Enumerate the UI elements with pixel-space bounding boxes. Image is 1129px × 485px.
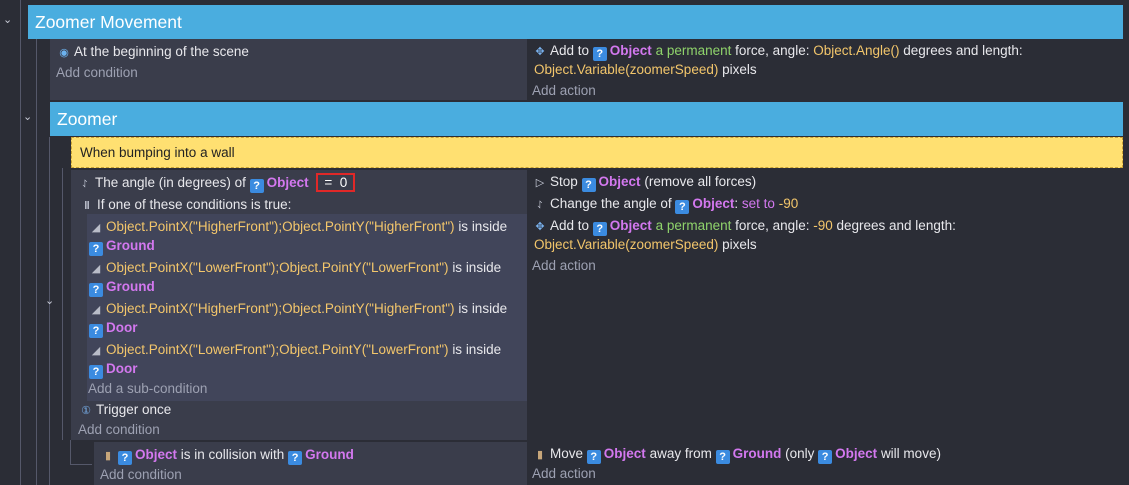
chevron-down-icon[interactable]: ⌄ bbox=[45, 295, 55, 307]
object-question-icon: ? bbox=[249, 179, 264, 193]
add-condition-link[interactable]: Add condition bbox=[100, 467, 182, 482]
collision-icon: ▮ bbox=[104, 450, 112, 462]
add-action-link[interactable]: Add action bbox=[532, 83, 596, 98]
condition-angle[interactable]: ⥌The angle (in degrees) of ?Object = 0 bbox=[78, 173, 356, 194]
object-question-icon: ? bbox=[581, 178, 596, 192]
chevron-down-icon[interactable]: ⌄ bbox=[23, 111, 33, 123]
action-add-force[interactable]: ✥Add to ?Object a permanent force, angle… bbox=[533, 216, 956, 237]
condition-or[interactable]: ‖If one of these conditions is true: bbox=[80, 195, 291, 216]
action-add-force-line2: Object.Variable(zoomerSpeed) pixels bbox=[534, 62, 757, 77]
subcondition-inside-1[interactable]: ◢Object.PointX("HigherFront");Object.Poi… bbox=[89, 217, 507, 238]
object-question-icon: ? bbox=[675, 200, 690, 214]
object-question-icon: ? bbox=[89, 283, 103, 297]
or-subconditions-panel[interactable] bbox=[87, 214, 527, 401]
angle-icon: ⥌ bbox=[82, 178, 88, 190]
add-condition-link[interactable]: Add condition bbox=[78, 422, 160, 437]
collision-point-icon: ◢ bbox=[91, 263, 101, 275]
action-change-angle[interactable]: ⥌Change the angle of ?Object: set to -90 bbox=[533, 194, 798, 215]
group-title: Zoomer bbox=[57, 109, 118, 129]
object-question-icon: ? bbox=[586, 450, 601, 464]
action-stop-forces[interactable]: ▷Stop ?Object (remove all forces) bbox=[533, 172, 756, 193]
subcondition-target-4: ?Door bbox=[89, 359, 138, 379]
tree-line bbox=[70, 440, 71, 464]
event-comment[interactable]: When bumping into a wall bbox=[71, 137, 1123, 168]
object-question-icon: ? bbox=[592, 47, 607, 61]
object-question-icon: ? bbox=[818, 450, 833, 464]
collision-point-icon: ◢ bbox=[91, 304, 101, 316]
group-title: Zoomer Movement bbox=[35, 12, 182, 32]
stop-icon: ▷ bbox=[535, 177, 545, 189]
subcondition-target-3: ?Door bbox=[89, 318, 138, 338]
subcondition-target-2: ?Ground bbox=[89, 277, 155, 297]
subcondition-inside-4[interactable]: ◢Object.PointX("LowerFront");Object.Poin… bbox=[89, 340, 501, 361]
add-sub-condition-link[interactable]: Add a sub-condition bbox=[88, 381, 208, 396]
condition-collision[interactable]: ▮?Object is in collision with ?Ground bbox=[101, 445, 354, 466]
chevron-down-icon[interactable]: ⌄ bbox=[3, 14, 13, 26]
scene-start-icon: ◉ bbox=[59, 47, 69, 59]
object-question-icon: ? bbox=[89, 365, 103, 379]
group-header-zoomer-movement[interactable]: Zoomer Movement bbox=[28, 5, 1123, 39]
object-question-icon: ? bbox=[89, 324, 103, 338]
or-icon: ‖ bbox=[84, 200, 90, 212]
object-question-icon: ? bbox=[89, 242, 103, 256]
tree-line bbox=[62, 168, 63, 440]
force-icon: ✥ bbox=[535, 221, 545, 233]
tree-line bbox=[20, 0, 21, 485]
subcondition-target-1: ?Ground bbox=[89, 236, 155, 256]
object-question-icon: ? bbox=[118, 451, 132, 465]
collision-point-icon: ◢ bbox=[91, 345, 101, 357]
subcondition-inside-2[interactable]: ◢Object.PointX("LowerFront");Object.Poin… bbox=[89, 258, 501, 279]
tree-line bbox=[36, 38, 37, 485]
event-conditions-panel[interactable] bbox=[94, 442, 527, 485]
action-move-away[interactable]: ▮Move ?Object away from ?Ground (only ?O… bbox=[533, 444, 941, 465]
add-condition-link[interactable]: Add condition bbox=[56, 65, 138, 80]
object-question-icon: ? bbox=[288, 451, 303, 465]
action-add-force[interactable]: ✥Add to ?Object a permanent force, angle… bbox=[533, 41, 1023, 62]
angle-value-highlight[interactable]: = 0 bbox=[316, 173, 356, 192]
add-action-link[interactable]: Add action bbox=[532, 258, 596, 273]
add-action-link[interactable]: Add action bbox=[532, 466, 596, 481]
tree-line bbox=[70, 464, 92, 465]
event-actions-panel[interactable] bbox=[527, 39, 1123, 100]
action-add-force-line2: Object.Variable(zoomerSpeed) pixels bbox=[534, 237, 757, 252]
object-question-icon: ? bbox=[592, 222, 607, 236]
tree-line bbox=[49, 137, 50, 485]
angle-icon: ⥌ bbox=[537, 199, 543, 211]
collision-point-icon: ◢ bbox=[91, 222, 101, 234]
event-actions-panel[interactable] bbox=[527, 170, 1123, 440]
subcondition-inside-3[interactable]: ◢Object.PointX("HigherFront");Object.Poi… bbox=[89, 299, 507, 320]
force-icon: ✥ bbox=[535, 46, 545, 58]
trigger-once-icon: ① bbox=[81, 405, 91, 417]
group-header-zoomer[interactable]: Zoomer bbox=[50, 102, 1123, 136]
move-away-icon: ▮ bbox=[536, 449, 544, 461]
object-question-icon: ? bbox=[715, 450, 730, 464]
event-conditions-panel[interactable] bbox=[50, 39, 527, 100]
condition-scene-start[interactable]: ◉At the beginning of the scene bbox=[57, 42, 249, 63]
